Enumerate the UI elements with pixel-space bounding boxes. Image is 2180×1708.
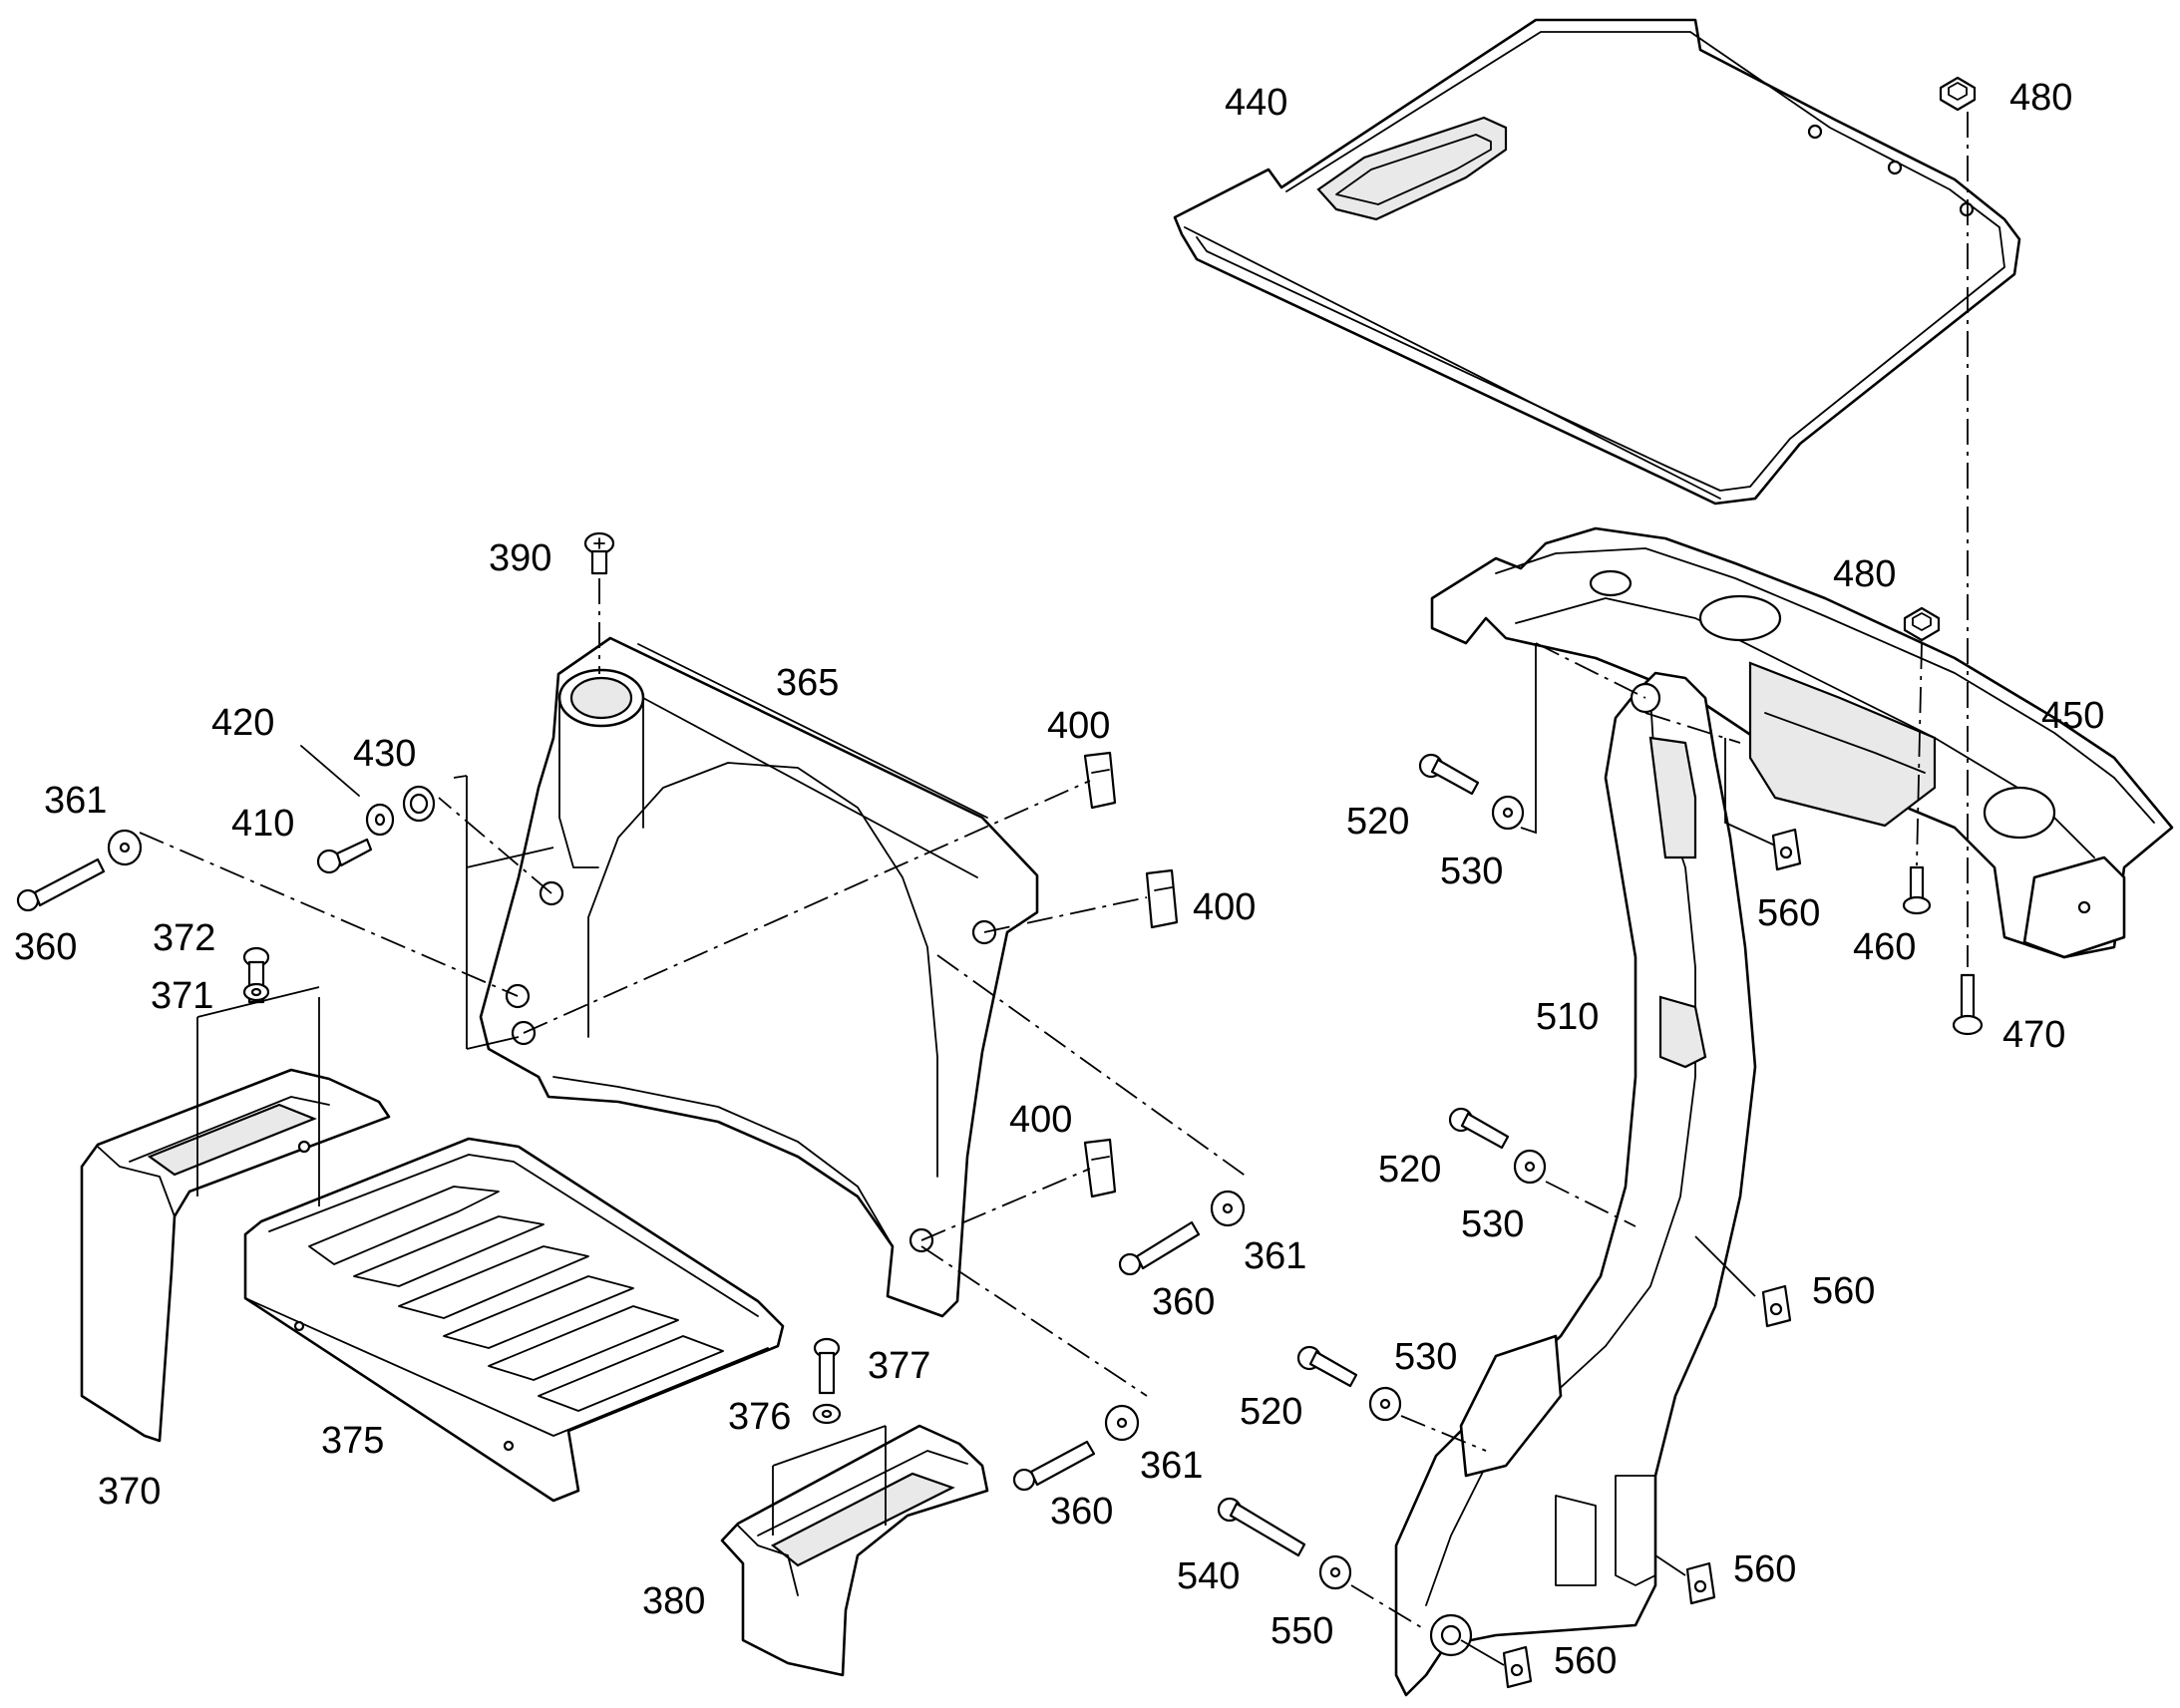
part-460-screw	[1902, 865, 1932, 915]
callout-440: 440	[1225, 82, 1287, 124]
callout-360: 360	[14, 926, 77, 968]
callout-430: 430	[353, 733, 416, 775]
callout-450: 450	[2041, 695, 2104, 737]
callout-372: 372	[153, 917, 215, 959]
callout-540: 540	[1177, 1555, 1240, 1597]
callout-560: 560	[1757, 892, 1820, 934]
part-365-wheel-arch-panel	[479, 636, 1039, 1318]
callout-480: 480	[2009, 77, 2072, 119]
part-550-washer	[1318, 1554, 1352, 1590]
part-560-clip	[1502, 1645, 1533, 1689]
part-540-bolt	[1217, 1497, 1306, 1557]
part-361-washer	[107, 829, 143, 866]
part-510-side-pillar	[1394, 671, 1757, 1697]
part-560-clip	[1761, 1284, 1792, 1328]
callout-400: 400	[1047, 705, 1110, 747]
part-400-clip	[1083, 1138, 1117, 1198]
part-380-step-bracket	[720, 1424, 989, 1677]
callout-530: 530	[1461, 1203, 1524, 1245]
callout-470: 470	[2002, 1014, 2065, 1056]
part-430-grommet	[402, 785, 436, 823]
part-372-bolt	[242, 946, 270, 1004]
callout-400: 400	[1193, 886, 1256, 928]
part-470-screw	[1952, 973, 1984, 1036]
callout-510: 510	[1536, 996, 1599, 1038]
part-530-washer	[1491, 795, 1525, 831]
part-376-washer	[812, 1403, 842, 1425]
callout-560: 560	[1812, 1270, 1875, 1312]
part-530-washer	[1368, 1386, 1402, 1422]
part-371-washer	[242, 982, 270, 1002]
part-375-step-plate	[243, 1137, 785, 1503]
callout-530: 530	[1394, 1336, 1457, 1378]
callout-labels: 440 480 390 365 480 450 420 430 400 361 …	[14, 77, 2104, 1682]
callout-360: 360	[1152, 1281, 1215, 1323]
callout-520: 520	[1240, 1391, 1302, 1433]
callout-361: 361	[44, 780, 107, 822]
callout-520: 520	[1346, 801, 1409, 843]
callout-460: 460	[1853, 926, 1916, 968]
callout-370: 370	[98, 1471, 161, 1513]
part-361-washer	[1210, 1190, 1246, 1227]
callout-377: 377	[868, 1345, 930, 1387]
callout-361: 361	[1140, 1445, 1203, 1487]
callout-365: 365	[776, 662, 839, 704]
part-370-step-bracket	[80, 1068, 391, 1443]
part-410-screw	[316, 838, 373, 874]
part-360-bolt	[1012, 1440, 1096, 1492]
part-560-clip	[1685, 1561, 1716, 1605]
assembly-lines	[139, 112, 1969, 1666]
part-480-nut	[1939, 76, 1977, 112]
part-520-bolt	[1418, 753, 1480, 796]
part-400-clip	[1145, 868, 1179, 929]
part-440-lid	[1173, 18, 2021, 506]
callout-361: 361	[1244, 1235, 1306, 1277]
part-400-clip	[1083, 751, 1117, 810]
part-360-bolt	[16, 857, 106, 912]
callout-560: 560	[1733, 1548, 1796, 1590]
callout-520: 520	[1378, 1149, 1441, 1191]
callout-390: 390	[489, 537, 551, 579]
callout-376: 376	[728, 1396, 791, 1438]
part-530-washer	[1513, 1149, 1547, 1185]
callout-380: 380	[642, 1580, 705, 1622]
part-560-clip	[1771, 828, 1802, 871]
part-420-washer	[365, 803, 395, 837]
part-450-crossmember	[1430, 526, 2174, 959]
part-390-screw	[583, 531, 615, 575]
callout-560: 560	[1554, 1640, 1617, 1682]
callout-375: 375	[321, 1420, 384, 1462]
callout-420: 420	[211, 702, 274, 744]
callout-550: 550	[1271, 1610, 1333, 1652]
callout-530: 530	[1440, 851, 1503, 892]
callout-400: 400	[1009, 1099, 1072, 1141]
callout-480: 480	[1833, 553, 1896, 595]
part-480-nut	[1903, 606, 1941, 642]
part-360-bolt	[1118, 1220, 1201, 1276]
callout-410: 410	[231, 803, 294, 845]
part-361-washer	[1104, 1404, 1140, 1442]
part-520-bolt	[1296, 1345, 1358, 1388]
part-520-bolt	[1448, 1107, 1510, 1150]
callout-371: 371	[151, 975, 213, 1017]
part-377-bolt	[813, 1337, 841, 1395]
callout-360: 360	[1050, 1491, 1113, 1533]
